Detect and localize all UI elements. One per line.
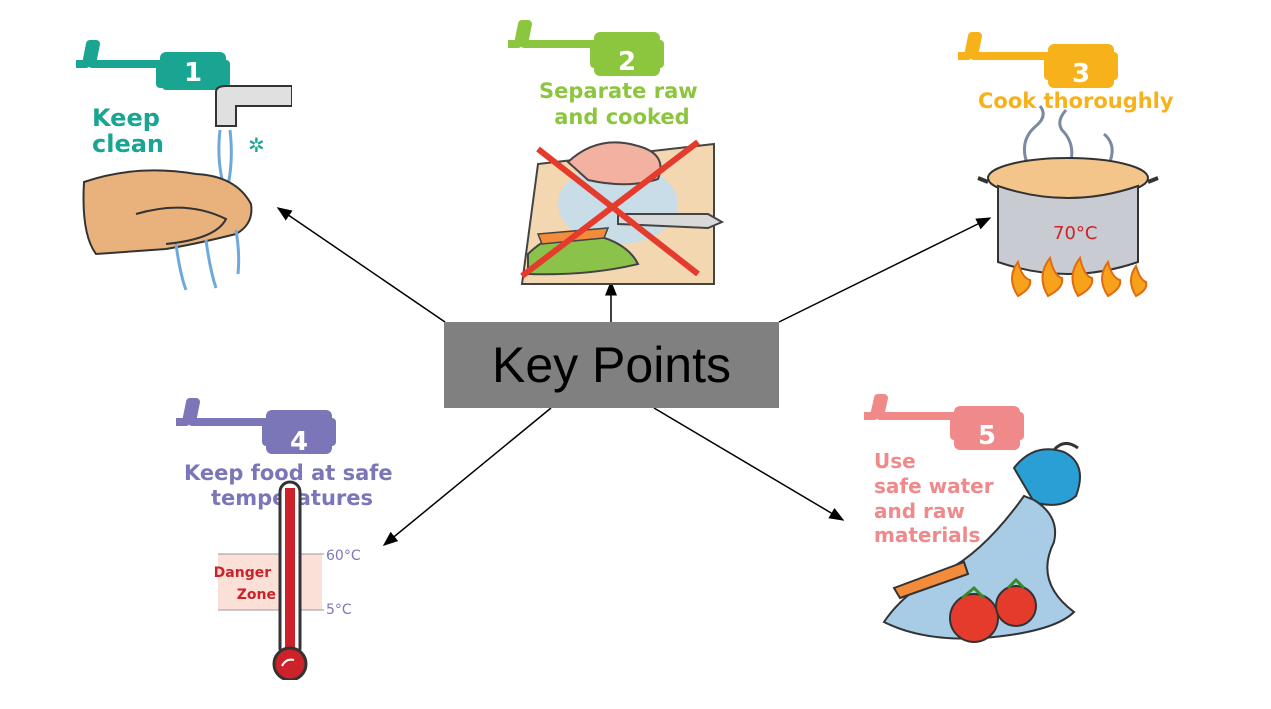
arrow-to-key-4 (382, 407, 552, 546)
key-points-box: Key Points (444, 322, 779, 408)
key-2-tile: 2 Separate raw and cooked (508, 14, 742, 286)
key-2-title-line-2: and cooked (554, 105, 689, 129)
thermometer-low-label: 5°C (326, 602, 352, 618)
thermometer-high-label: 60°C (326, 548, 361, 564)
key-3-tile: 3 Cook thoroughly 70°C (958, 26, 1174, 298)
key-points-label: Key Points (491, 337, 731, 393)
key-1-number: 1 (184, 58, 202, 88)
key-5-title-line-3: and raw (874, 499, 965, 523)
svg-text:✲: ✲ (248, 133, 265, 157)
key-3-illustration: 3 Cook thoroughly 70°C (958, 32, 1174, 298)
key-3-number: 3 (1072, 59, 1090, 89)
cross-icon (536, 146, 700, 277)
hands-icon (82, 169, 253, 256)
key-4-illustration: 4 Keep food at safe temperatures Danger … (176, 398, 393, 680)
arrow-to-key-5 (653, 407, 845, 521)
key-5-illustration: 5 Use safe water and raw materials (864, 394, 1081, 643)
svg-text:Separate raw and cooke: Separate raw and cooked (539, 79, 705, 129)
raw-chicken-icon (566, 141, 662, 186)
key-2-illustration: 2 Separate raw and cooked (508, 20, 725, 285)
key-2-number: 2 (618, 47, 636, 77)
arrow-to-key-1 (276, 207, 446, 323)
key-3-pot-temp: 70°C (1053, 223, 1097, 244)
danger-zone-band (218, 554, 322, 610)
key-5-tile: 5 Use safe water and raw materials (864, 392, 1096, 664)
danger-zone-line-2: Zone (237, 587, 276, 603)
key-1-title-line-2: clean (92, 130, 164, 158)
key-5-title-line-4: materials (874, 523, 980, 547)
key-5-title-line-1: Use (874, 449, 916, 473)
carrot-icon (892, 560, 970, 600)
jug-icon (1012, 448, 1081, 506)
tap-icon (215, 85, 292, 127)
key-2-title-line-1: Separate raw (539, 79, 698, 103)
svg-text:Danger Zone: Danger Zone (214, 565, 276, 603)
key-5-number: 5 (978, 421, 996, 451)
danger-zone-line-1: Danger (214, 565, 272, 581)
flames-icon (1011, 255, 1148, 298)
svg-text:Use safe water: Use safe water and raw materials (874, 449, 1001, 547)
arrow-to-key-3 (778, 217, 992, 323)
knife-icon (617, 213, 725, 230)
pot-icon (997, 184, 1139, 275)
svg-text:Keep clean: Keep clean (92, 104, 168, 158)
key-1-illustration: 1 Keep clean ✲ (76, 40, 292, 291)
key-3-title-line-1: Cook thoroughly (978, 89, 1174, 113)
key-4-number: 4 (290, 427, 308, 457)
key-1-title-line-1: Keep (92, 104, 160, 132)
tomato-icon (949, 593, 999, 643)
key-1-tile: 1 Keep clean ✲ (76, 34, 292, 294)
key-5-title-line-2: safe water (874, 474, 994, 498)
key-4-tile: 4 Keep food at safe temperatures Danger … (176, 392, 412, 680)
